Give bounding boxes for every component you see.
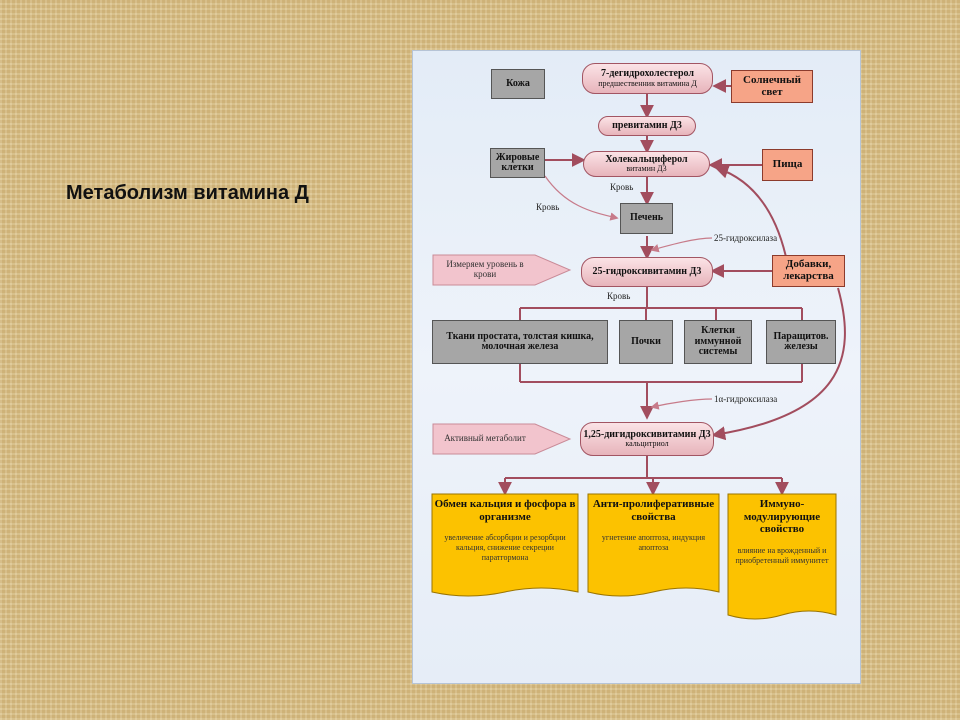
cholecalciferol-subtitle: витамин Д3 bbox=[626, 164, 667, 174]
calcitriol-title: 1,25-дигидроксивитамин Д3 bbox=[583, 428, 711, 440]
immune-cells-box: Клетки иммунной системы bbox=[684, 320, 752, 364]
effect-antiproliferative-desc: угнетение апоптоза, индукция апоптоза bbox=[601, 533, 706, 553]
effect-antiproliferative-box: Анти-пролиферативные свойства угнетение … bbox=[588, 494, 719, 589]
effect-calcium-box: Обмен кальция и фосфора в организме увел… bbox=[432, 494, 578, 589]
parathyroid-box: Паращитов. железы bbox=[766, 320, 836, 364]
calcitriol-subtitle: кальцитриол bbox=[625, 439, 669, 449]
measure-blood-arrow: Измеряем уровень в крови bbox=[446, 259, 524, 279]
effect-immunomodulating-desc: влияние на врожденный и приобретенный им… bbox=[735, 545, 829, 565]
kidneys-box: Почки bbox=[619, 320, 673, 364]
effect-calcium-head: Обмен кальция и фосфора в организме bbox=[434, 498, 576, 523]
previtamin-node: превитамин Д3 bbox=[598, 116, 696, 136]
effect-antiproliferative-head: Анти-пролиферативные свойства bbox=[592, 498, 715, 523]
supplements-box: Добавки, лекарства bbox=[772, 255, 845, 287]
liver-box: Печень bbox=[620, 203, 673, 234]
tissues-box: Ткани простата, толстая кишка, молочная … bbox=[432, 320, 608, 364]
slide-title: Метаболизм витамина Д bbox=[66, 182, 309, 204]
effect-immunomodulating-head: Иммуно-модулирующие свойство bbox=[743, 498, 821, 536]
blood-label-2: Кровь bbox=[607, 291, 631, 301]
active-metabolite-arrow: Активный метаболит bbox=[444, 433, 526, 444]
dehydrocholesterol-subtitle: предшественник витамина Д bbox=[598, 78, 697, 88]
cholecalciferol-title: Холекальциферол bbox=[605, 153, 688, 165]
cholecalciferol-node: Холекальциферол витамин Д3 bbox=[583, 151, 710, 177]
dehydrocholesterol-node: 7-дегидрохолестерол предшественник витам… bbox=[582, 63, 713, 94]
calcitriol-node: 1,25-дигидроксивитамин Д3 кальцитриол bbox=[580, 422, 714, 456]
skin-box: Кожа bbox=[491, 69, 545, 99]
hydroxyvitamin-25-node: 25-гидроксивитамин Д3 bbox=[581, 257, 713, 287]
hydroxylase-1a-label: 1α-гидроксилаза bbox=[714, 394, 778, 404]
fat-cells-box: Жировые клетки bbox=[490, 148, 545, 178]
food-box: Пища bbox=[762, 149, 813, 181]
sunlight-box: Солнечный свет bbox=[731, 70, 813, 103]
effect-immunomodulating-box: Иммуно-модулирующие свойство влияние на … bbox=[728, 494, 836, 612]
hydroxylase-25-label: 25-гидроксилаза bbox=[714, 233, 778, 243]
blood-label: Кровь bbox=[610, 182, 634, 192]
blood-label-left: Кровь bbox=[536, 202, 560, 212]
effect-calcium-desc: увеличение абсорбции и резорбции кальция… bbox=[444, 533, 566, 563]
dehydrocholesterol-title: 7-дегидрохолестерол bbox=[601, 68, 694, 80]
